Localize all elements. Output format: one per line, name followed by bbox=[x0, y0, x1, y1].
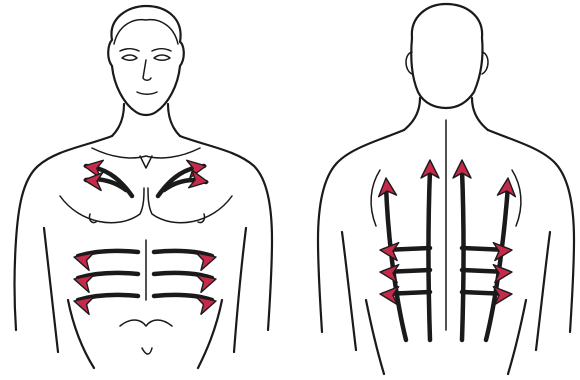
front-right-brow bbox=[152, 49, 171, 51]
front-sternum-notch bbox=[140, 156, 152, 168]
front-left-arm-inner bbox=[44, 228, 58, 352]
back-arrows bbox=[377, 160, 517, 340]
front-nose bbox=[143, 60, 151, 80]
front-navel bbox=[142, 348, 152, 354]
front-waist bbox=[68, 300, 222, 368]
front-arrows bbox=[72, 157, 219, 314]
back-right-arm-inner bbox=[536, 232, 550, 350]
front-collarbones bbox=[92, 148, 200, 158]
front-right-eye bbox=[154, 55, 170, 60]
back-vertical-arrow-line-4 bbox=[486, 186, 508, 340]
back-vertical-arrow-line-3 bbox=[462, 170, 464, 340]
back-head-outline bbox=[411, 4, 482, 108]
front-left-brow bbox=[120, 49, 139, 51]
back-vertical-arrow-line-1 bbox=[386, 186, 406, 340]
front-figure bbox=[15, 6, 273, 368]
back-left-scapula bbox=[371, 170, 380, 226]
front-abs bbox=[120, 320, 172, 326]
front-mouth bbox=[137, 92, 157, 94]
back-left-arm-inner bbox=[342, 232, 356, 350]
front-right-arm-inner bbox=[234, 228, 246, 352]
back-vertical-arrow-line-2 bbox=[429, 170, 431, 340]
front-left-eye bbox=[122, 55, 137, 60]
front-hair-line bbox=[114, 20, 178, 44]
front-neck bbox=[112, 104, 180, 136]
back-right-scapula bbox=[512, 170, 521, 226]
back-figure bbox=[318, 4, 574, 374]
